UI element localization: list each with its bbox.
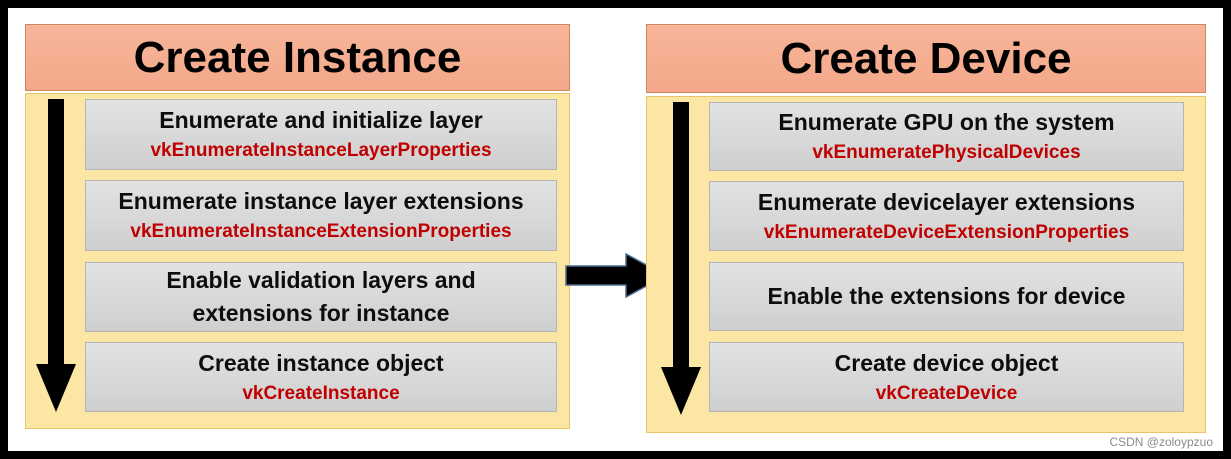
step-enable-validation-layers: Enable validation layers and extensions … — [85, 262, 557, 332]
step-api-call: vkEnumeratePhysicalDevices — [812, 142, 1081, 163]
step-create-device-object: Create device object vkCreateDevice — [709, 342, 1184, 412]
step-title: Create device object — [834, 349, 1059, 376]
step-title: Enable validation layers and extensions … — [166, 267, 476, 326]
create-device-header: Create Device — [646, 24, 1206, 93]
step-api-call: vkCreateInstance — [242, 382, 400, 404]
down-arrow-icon — [36, 99, 76, 412]
step-enumerate-device-extensions: Enumerate devicelayer extensions vkEnume… — [709, 181, 1184, 251]
step-enumerate-gpu: Enumerate GPU on the system vkEnumerateP… — [709, 102, 1184, 171]
step-title: Create instance object — [198, 349, 444, 376]
step-title: Enumerate devicelayer extensions — [757, 188, 1136, 215]
step-api-call: vkEnumerateInstanceLayerProperties — [150, 140, 492, 161]
step-title: Enumerate and initialize layer — [159, 107, 483, 133]
step-title: Enumerate instance layer extensions — [118, 188, 524, 214]
create-instance-title: Create Instance — [133, 32, 462, 82]
step-enable-device-extensions: Enable the extensions for device — [709, 262, 1184, 331]
create-device-title: Create Device — [780, 33, 1072, 83]
step-create-instance-object: Create instance object vkCreateInstance — [85, 342, 557, 412]
step-api-call: vkEnumerateDeviceExtensionProperties — [763, 221, 1130, 243]
step-title: Enable the extensions for device — [767, 283, 1126, 309]
down-arrow-icon — [661, 102, 701, 415]
step-title: Enumerate GPU on the system — [778, 109, 1115, 135]
watermark: CSDN @zoloypzuo — [1109, 435, 1213, 449]
step-api-call: vkCreateDevice — [875, 382, 1018, 404]
step-api-call: vkEnumerateInstanceExtensionProperties — [130, 221, 512, 242]
step-enumerate-layer: Enumerate and initialize layer vkEnumera… — [85, 99, 557, 170]
step-enumerate-instance-extensions: Enumerate instance layer extensions vkEn… — [85, 180, 557, 251]
create-instance-header: Create Instance — [25, 24, 570, 91]
